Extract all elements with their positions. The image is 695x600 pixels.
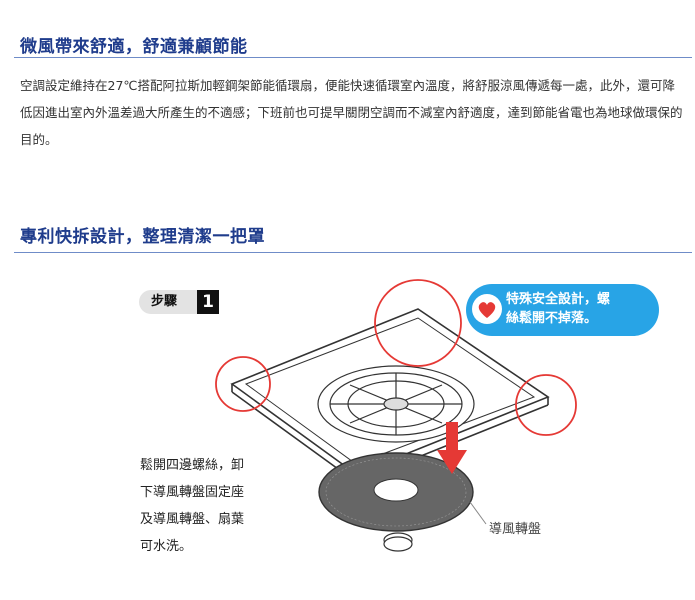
bubble-line: 特殊安全設計，螺 xyxy=(506,290,656,309)
diffuser-callout-label: 導風轉盤 xyxy=(489,518,541,537)
section-divider xyxy=(14,252,692,253)
section-title-energy: 微風帶來舒適，舒適兼顧節能 xyxy=(20,32,248,57)
safety-bubble: 特殊安全設計，螺 絲鬆開不掉落。 xyxy=(466,284,659,336)
instruction-text: 鬆開四邊螺絲，卸 下導風轉盤固定座 及導風轉盤、扇葉 可水洗。 xyxy=(140,452,300,560)
knob xyxy=(384,533,412,551)
bubble-line: 絲鬆開不掉落。 xyxy=(506,309,656,328)
callout-line xyxy=(470,502,486,524)
section-title-quick-release: 專利快拆設計，整理清潔一把罩 xyxy=(20,222,265,247)
instruction-line: 鬆開四邊螺絲，卸 xyxy=(140,452,300,479)
instruction-line: 及導風轉盤、扇葉 xyxy=(140,506,300,533)
section-paragraph: 空調設定維持在27℃搭配阿拉斯加輕鋼架節能循環扇，便能快速循環室內溫度，將舒服涼… xyxy=(20,72,684,153)
instruction-line: 下導風轉盤固定座 xyxy=(140,479,300,506)
step-number: 1 xyxy=(197,290,219,314)
heart-icon xyxy=(472,294,502,324)
bubble-text: 特殊安全設計，螺 絲鬆開不掉落。 xyxy=(506,290,656,328)
section-divider xyxy=(14,57,692,58)
instruction-line: 可水洗。 xyxy=(140,533,300,560)
heart-badge xyxy=(472,294,502,324)
step-label: 步驟 xyxy=(139,290,199,314)
